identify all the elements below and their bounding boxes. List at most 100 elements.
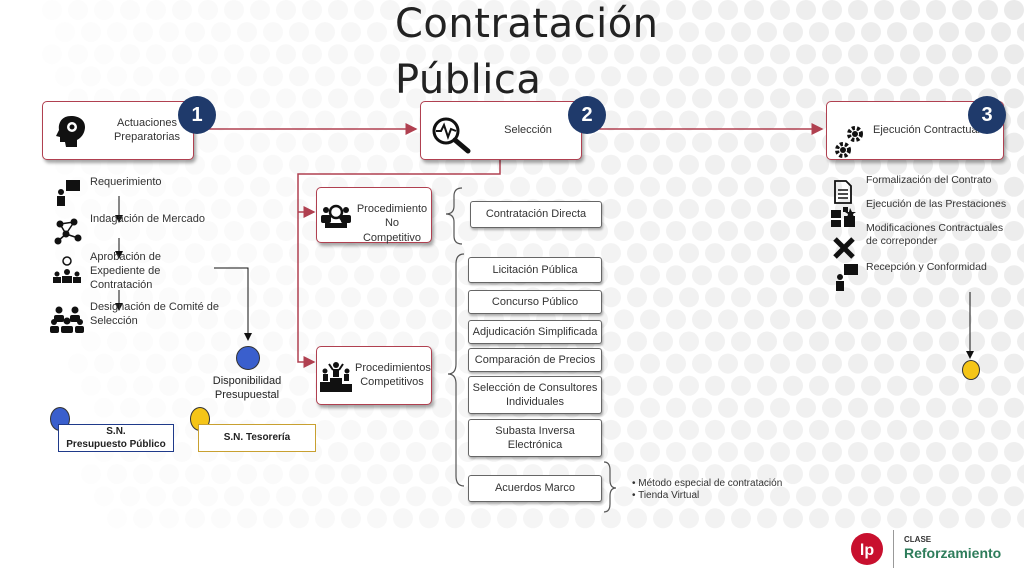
option-subasta-inversa[interactable]: Subasta Inversa Electrónica bbox=[468, 419, 602, 457]
watermark-circle bbox=[198, 132, 218, 153]
watermark-circle bbox=[887, 22, 907, 43]
watermark-circle bbox=[614, 88, 634, 109]
watermark-circle bbox=[874, 486, 894, 507]
watermark-circle bbox=[276, 353, 296, 374]
watermark-circle bbox=[744, 176, 764, 197]
watermark-circle bbox=[276, 0, 296, 20]
watermark-circle bbox=[393, 154, 413, 175]
watermark-circle bbox=[406, 0, 426, 20]
watermark-circle bbox=[211, 22, 231, 43]
watermark-circle bbox=[328, 265, 348, 286]
watermark-circle bbox=[536, 0, 556, 20]
watermark-circle bbox=[588, 176, 608, 197]
watermark-circle bbox=[666, 44, 686, 65]
watermark-circle bbox=[575, 154, 595, 175]
watermark-circle bbox=[991, 419, 1011, 440]
watermark-circle bbox=[185, 287, 205, 308]
watermark-circle bbox=[679, 287, 699, 308]
watermark-circle bbox=[926, 265, 946, 286]
watermark-circle bbox=[874, 0, 894, 20]
watermark-circle bbox=[198, 44, 218, 65]
stage-label: Selección bbox=[504, 124, 552, 136]
watermark-circle bbox=[107, 375, 127, 396]
watermark-circle bbox=[211, 198, 231, 219]
watermark-circle bbox=[211, 110, 231, 131]
watermark-circle bbox=[796, 442, 816, 462]
user-board-icon bbox=[836, 264, 858, 291]
watermark-circle bbox=[250, 88, 270, 109]
watermark-circle bbox=[445, 22, 465, 43]
watermark-circle bbox=[341, 22, 361, 43]
watermark-circle bbox=[250, 132, 270, 153]
watermark-circle bbox=[900, 265, 920, 286]
watermark-circle bbox=[861, 66, 881, 87]
watermark-circle bbox=[1017, 464, 1024, 484]
watermark-circle bbox=[237, 508, 257, 529]
watermark-circle bbox=[770, 265, 790, 286]
option-licitacion-publica[interactable]: Licitación Pública bbox=[468, 257, 602, 283]
watermark-circle bbox=[393, 287, 413, 308]
watermark-circle bbox=[159, 287, 179, 308]
watermark-circle bbox=[237, 110, 257, 131]
watermark-circle bbox=[1004, 486, 1024, 507]
watermark-circle bbox=[666, 353, 686, 374]
watermark-circle bbox=[367, 508, 387, 529]
watermark-circle bbox=[380, 265, 400, 286]
watermark-circle bbox=[601, 287, 621, 308]
watermark-circle bbox=[445, 66, 465, 87]
watermark-circle bbox=[419, 464, 439, 485]
watermark-circle bbox=[237, 22, 257, 43]
watermark-circle bbox=[692, 88, 712, 109]
tools-icon bbox=[833, 237, 855, 259]
watermark-circle bbox=[328, 486, 348, 507]
stage-seleccion[interactable]: Selección bbox=[420, 101, 582, 160]
watermark-circle bbox=[809, 331, 829, 352]
watermark-circle bbox=[744, 309, 764, 330]
option-adjudicacion-simplificada[interactable]: Adjudicación Simplificada bbox=[468, 320, 602, 344]
watermark-circle bbox=[900, 486, 920, 507]
watermark-circle bbox=[731, 154, 751, 175]
procedimiento-no-competitivo[interactable]: Procedimiento No Competitivo bbox=[316, 187, 432, 244]
watermark-circle bbox=[120, 265, 140, 286]
watermark-circle bbox=[224, 176, 244, 197]
watermark-circle bbox=[315, 154, 335, 175]
watermark-circle bbox=[601, 66, 621, 87]
watermark-circle bbox=[94, 309, 114, 330]
watermark-circle bbox=[770, 0, 790, 20]
option-concurso-publico[interactable]: Concurso Público bbox=[468, 290, 602, 314]
watermark-circle bbox=[965, 198, 985, 219]
option-contratacion-directa[interactable]: Contratación Directa bbox=[470, 201, 602, 228]
watermark-circle bbox=[172, 0, 192, 20]
watermark-circle bbox=[666, 176, 686, 197]
watermark-circle bbox=[367, 66, 387, 87]
watermark-circle bbox=[965, 508, 985, 529]
page-title-line1: Contratación bbox=[395, 1, 659, 47]
watermark-circle bbox=[770, 132, 790, 153]
watermark-circle bbox=[172, 397, 192, 418]
watermark-circle bbox=[705, 243, 725, 264]
watermark-circle bbox=[939, 419, 959, 440]
option-seleccion-consultores[interactable]: Selección de Consultores Individuales bbox=[468, 376, 602, 414]
watermark-circle bbox=[211, 464, 231, 485]
watermark-circle bbox=[341, 110, 361, 131]
watermark-circle bbox=[159, 464, 179, 485]
stage-actuaciones-preparatorias[interactable]: Actuaciones Preparatorias bbox=[42, 101, 194, 160]
watermark-circle bbox=[874, 265, 894, 286]
watermark-circle bbox=[289, 154, 309, 175]
watermark-circle bbox=[601, 198, 621, 219]
watermark-circle bbox=[198, 353, 218, 374]
watermark-circle bbox=[705, 419, 725, 440]
procedimientos-competitivos[interactable]: Procedimientos Competitivos bbox=[316, 346, 432, 405]
watermark-circle bbox=[354, 265, 374, 286]
watermark-circle bbox=[679, 464, 699, 485]
watermark-circle bbox=[263, 66, 283, 87]
watermark-circle bbox=[575, 22, 595, 43]
watermark-circle bbox=[718, 486, 738, 507]
option-comparacion-precios[interactable]: Comparación de Precios bbox=[468, 348, 602, 372]
watermark-circle bbox=[861, 287, 881, 308]
watermark-circle bbox=[614, 353, 634, 374]
watermark-circle bbox=[809, 22, 829, 43]
watermark-circle bbox=[640, 353, 660, 374]
option-acuerdos-marco[interactable]: Acuerdos Marco bbox=[468, 475, 602, 502]
watermark-circle bbox=[640, 132, 660, 153]
